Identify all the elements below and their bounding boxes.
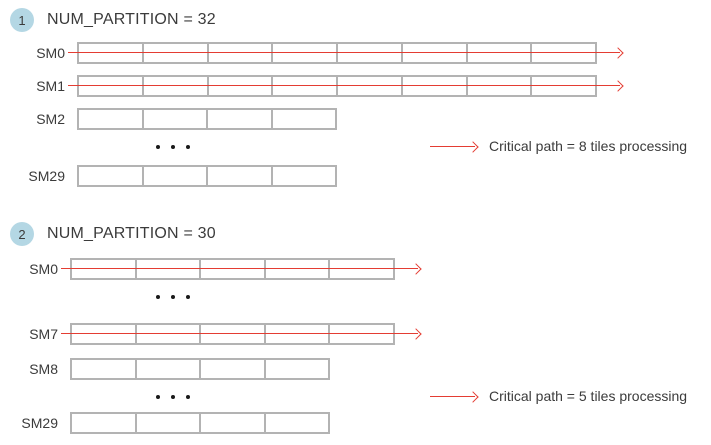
tile-cell xyxy=(201,325,266,343)
tile-cell xyxy=(266,260,331,278)
tile-cell xyxy=(79,77,144,95)
sm-row-label: SM8 xyxy=(29,361,58,377)
tile-cell xyxy=(273,110,336,128)
dot-icon xyxy=(156,395,160,399)
tile-cell xyxy=(144,110,208,128)
tile-cell xyxy=(144,77,209,95)
sm-row-label: SM29 xyxy=(28,168,65,184)
dot-icon xyxy=(186,145,190,149)
tile-cell xyxy=(72,414,137,432)
tile-cell xyxy=(72,325,137,343)
sm-row-label: SM7 xyxy=(29,326,58,342)
tile-bar xyxy=(77,165,337,187)
tile-cell xyxy=(79,44,144,62)
dot-icon xyxy=(156,145,160,149)
tile-cell xyxy=(137,414,201,432)
tile-cell xyxy=(209,77,274,95)
tile-bar xyxy=(77,42,597,64)
tile-cell xyxy=(338,77,403,95)
tile-cell xyxy=(532,44,595,62)
sm-row-label: SM0 xyxy=(36,45,65,61)
tile-cell xyxy=(201,260,266,278)
tile-cell xyxy=(79,110,144,128)
tile-cell xyxy=(208,110,273,128)
tile-bar xyxy=(77,75,597,97)
tile-cell xyxy=(144,167,208,185)
tile-cell xyxy=(266,414,329,432)
tile-cell xyxy=(137,360,201,378)
tile-cell xyxy=(468,44,533,62)
tile-cell xyxy=(79,167,144,185)
arrowhead-icon xyxy=(410,263,422,276)
step-badge: 1 xyxy=(10,8,34,32)
tile-cell xyxy=(201,360,266,378)
sm-row-label: SM29 xyxy=(21,415,58,431)
ellipsis-dots xyxy=(156,145,190,149)
tile-cell xyxy=(330,260,393,278)
dot-icon xyxy=(156,295,160,299)
tile-cell xyxy=(403,77,468,95)
ellipsis-dots xyxy=(156,295,190,299)
tile-cell xyxy=(201,414,266,432)
dot-icon xyxy=(171,145,175,149)
tile-cell xyxy=(144,44,209,62)
tile-cell xyxy=(137,325,202,343)
tile-cell xyxy=(209,44,274,62)
sm-row-label: SM0 xyxy=(29,261,58,277)
dot-icon xyxy=(186,295,190,299)
tile-bar xyxy=(70,323,395,345)
tile-bar xyxy=(70,258,395,280)
critical-path-legend-arrow-icon xyxy=(430,141,479,154)
sm-row-label: SM2 xyxy=(36,111,65,127)
arrowhead-icon xyxy=(410,328,422,341)
ellipsis-dots xyxy=(156,395,190,399)
legend-label: Critical path = 5 tiles processing xyxy=(489,388,688,404)
section-title: NUM_PARTITION = 32 xyxy=(47,11,216,28)
tile-cell xyxy=(273,44,338,62)
tile-cell xyxy=(72,360,137,378)
tile-cell xyxy=(330,325,393,343)
step-badge: 2 xyxy=(10,222,34,246)
tile-cell xyxy=(266,325,331,343)
tile-cell xyxy=(273,77,338,95)
step-badge-number: 2 xyxy=(18,226,26,242)
tile-cell xyxy=(338,44,403,62)
section-title: NUM_PARTITION = 30 xyxy=(47,225,216,242)
tile-cell xyxy=(266,360,329,378)
legend-label: Critical path = 8 tiles processing xyxy=(489,138,688,154)
step-badge-number: 1 xyxy=(18,12,26,28)
critical-path-arrow-icon xyxy=(68,47,624,60)
dot-icon xyxy=(186,395,190,399)
critical-path-arrow-icon xyxy=(61,263,422,276)
tile-cell xyxy=(532,77,595,95)
tile-bar xyxy=(70,412,330,434)
tile-cell xyxy=(468,77,533,95)
dot-icon xyxy=(171,295,175,299)
critical-path-arrow-icon xyxy=(61,328,422,341)
tile-cell xyxy=(273,167,336,185)
tile-cell xyxy=(208,167,273,185)
dot-icon xyxy=(171,395,175,399)
tile-bar xyxy=(77,108,337,130)
critical-path-arrow-icon xyxy=(68,80,624,93)
tile-cell xyxy=(137,260,202,278)
arrowhead-icon xyxy=(467,391,479,404)
tile-cell xyxy=(403,44,468,62)
critical-path-legend-arrow-icon xyxy=(430,391,479,404)
tile-bar xyxy=(70,358,330,380)
tile-cell xyxy=(72,260,137,278)
sm-row-label: SM1 xyxy=(36,78,65,94)
